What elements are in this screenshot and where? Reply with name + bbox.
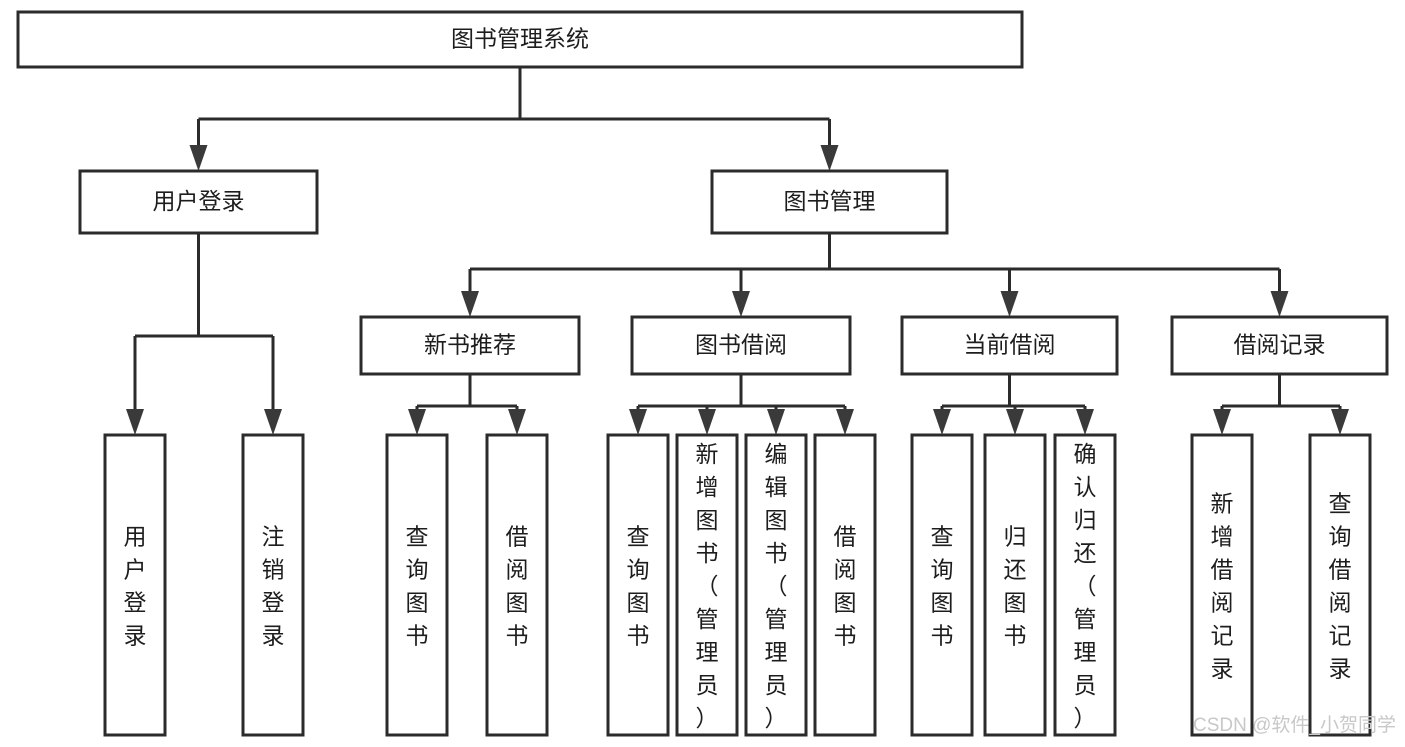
- node-box: [983, 433, 1047, 737]
- arrow-down-icon-leaf-borrow-book-1: [508, 409, 526, 435]
- node-leaf-add-book[interactable]: 新增图书（管理员）: [675, 433, 739, 737]
- arrow-down-icon-current-borrow: [1000, 291, 1019, 317]
- node-leaf-query-book-1[interactable]: 查询图书: [385, 433, 449, 737]
- arrow-down-icon-leaf-query-book-3: [933, 409, 951, 435]
- node-root[interactable]: 图书管理系统: [16, 10, 1024, 69]
- node-label: 新书推荐: [424, 332, 516, 358]
- node-label: 确认归还（管理员）: [1074, 441, 1097, 731]
- node-label: 当前借阅: [964, 332, 1056, 358]
- node-leaf-add-record[interactable]: 新增借阅记录: [1190, 433, 1254, 737]
- node-leaf-query-book-3[interactable]: 查询图书: [910, 433, 974, 737]
- node-box: [16, 10, 1024, 69]
- arrow-down-icon-leaf-add-book: [698, 409, 716, 435]
- node-box: [710, 169, 949, 235]
- node-label: 借阅图书: [834, 524, 857, 649]
- node-box: [103, 433, 167, 737]
- node-box: [900, 315, 1119, 376]
- node-leaf-borrow-book-2[interactable]: 借阅图书: [813, 433, 877, 737]
- node-borrow-record[interactable]: 借阅记录: [1170, 315, 1389, 376]
- arrow-down-icon-leaf-borrow-book-2: [836, 409, 854, 435]
- node-leaf-return-book[interactable]: 归还图书: [983, 433, 1047, 737]
- connector-layer: [126, 67, 1349, 435]
- arrow-down-icon-leaf-user-login: [126, 409, 144, 435]
- node-leaf-user-login[interactable]: 用户登录: [103, 433, 167, 737]
- arrow-down-icon-leaf-add-record: [1213, 409, 1231, 435]
- node-box: [1170, 315, 1389, 376]
- node-leaf-confirm-return[interactable]: 确认归还（管理员）: [1053, 433, 1117, 737]
- arrow-down-icon-leaf-query-book-1: [408, 409, 426, 435]
- node-book-manage[interactable]: 图书管理: [710, 169, 949, 235]
- node-leaf-logout[interactable]: 注销登录: [241, 433, 305, 737]
- arrow-down-icon-user-login: [189, 145, 208, 171]
- arrow-down-icon-borrow-record: [1270, 291, 1289, 317]
- arrow-down-icon-leaf-logout: [264, 409, 282, 435]
- node-leaf-query-book-2[interactable]: 查询图书: [606, 433, 670, 737]
- arrow-down-icon-book-manage: [820, 145, 839, 171]
- node-label: 查询图书: [931, 524, 954, 649]
- node-box: [606, 433, 670, 737]
- node-box: [744, 433, 808, 737]
- node-current-borrow[interactable]: 当前借阅: [900, 315, 1119, 376]
- node-box: [385, 433, 449, 737]
- node-label: 新增借阅记录: [1211, 491, 1234, 682]
- node-label: 用户登录: [124, 524, 147, 649]
- node-box: [813, 433, 877, 737]
- node-box: [78, 169, 319, 235]
- node-label: 查询图书: [627, 524, 650, 649]
- node-new-book-recommend[interactable]: 新书推荐: [359, 315, 581, 376]
- arrow-down-icon-leaf-return-book: [1006, 409, 1024, 435]
- arrow-down-icon-leaf-edit-book: [767, 409, 785, 435]
- node-box: [1308, 433, 1372, 737]
- node-label: 图书管理系统: [451, 26, 589, 52]
- node-box: [485, 433, 549, 737]
- node-book-borrow[interactable]: 图书借阅: [630, 315, 852, 376]
- node-user-login[interactable]: 用户登录: [78, 169, 319, 235]
- node-leaf-query-record[interactable]: 查询借阅记录: [1308, 433, 1372, 737]
- node-box: [630, 315, 852, 376]
- node-label: 查询图书: [406, 524, 429, 649]
- csdn-watermark: CSDN @软件_小贺同学: [1193, 714, 1396, 736]
- arrow-down-icon-leaf-query-book-2: [629, 409, 647, 435]
- node-label: 用户登录: [153, 188, 245, 214]
- node-label: 图书借阅: [695, 332, 787, 358]
- node-box: [241, 433, 305, 737]
- node-box: [675, 433, 739, 737]
- node-box: [1053, 433, 1117, 737]
- node-leaf-edit-book[interactable]: 编辑图书（管理员）: [744, 433, 808, 737]
- node-label: 编辑图书（管理员）: [765, 441, 788, 731]
- arrow-down-icon-book-borrow: [732, 291, 750, 317]
- arrow-down-icon-leaf-query-record: [1331, 409, 1349, 435]
- node-label: 查询借阅记录: [1329, 491, 1352, 682]
- node-label: 注销登录: [262, 524, 285, 649]
- node-label: 借阅记录: [1234, 332, 1326, 358]
- arrow-down-icon-leaf-confirm-return: [1076, 409, 1094, 435]
- node-box: [359, 315, 581, 376]
- node-layer: 图书管理系统用户登录图书管理新书推荐图书借阅当前借阅借阅记录用户登录注销登录查询…: [16, 10, 1389, 737]
- node-label: 归还图书: [1004, 524, 1027, 649]
- node-label: 新增图书（管理员）: [696, 441, 719, 731]
- node-box: [910, 433, 974, 737]
- node-label: 图书管理: [784, 188, 876, 214]
- arrow-down-icon-new-book-recommend: [461, 291, 479, 317]
- node-leaf-borrow-book-1[interactable]: 借阅图书: [485, 433, 549, 737]
- node-box: [1190, 433, 1254, 737]
- node-label: 借阅图书: [506, 524, 529, 649]
